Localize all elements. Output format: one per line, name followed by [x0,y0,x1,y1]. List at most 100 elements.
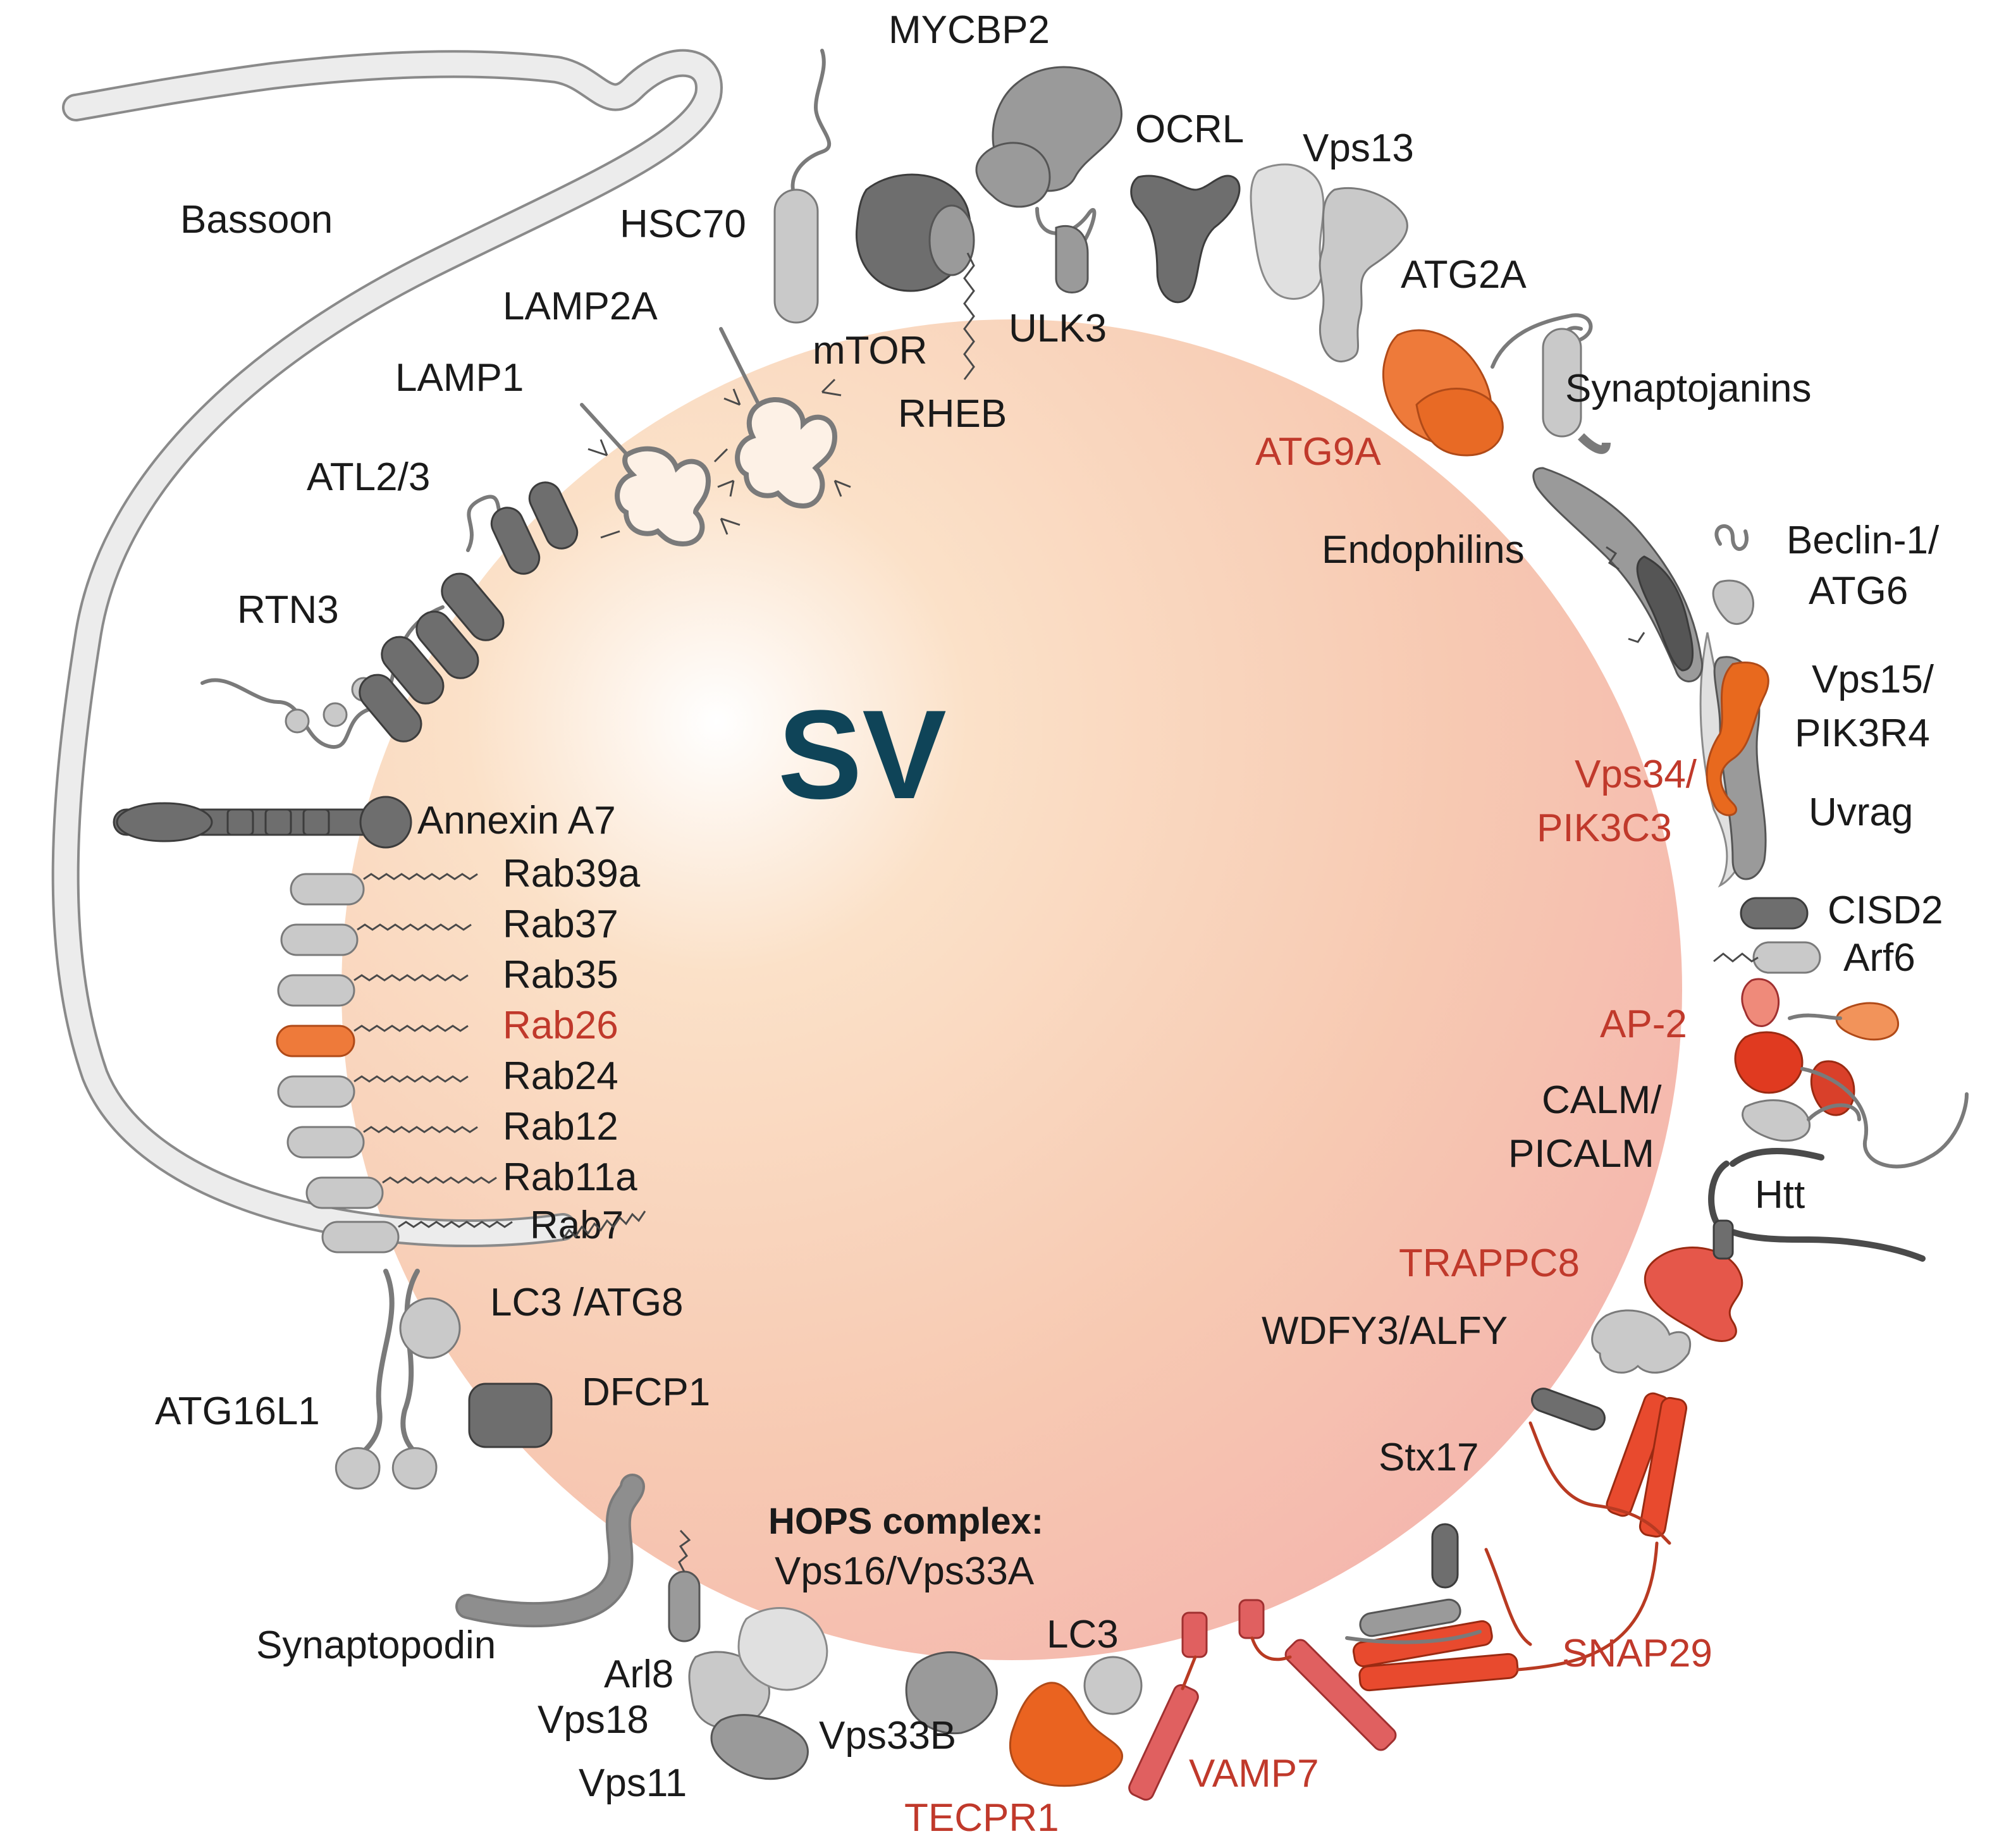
label-hsc70: HSC70 [620,202,746,246]
label-wdfy3: WDFY3/ALFY [1262,1309,1508,1353]
rab-label: Rab11a [503,1155,637,1199]
label-mtor: mTOR [813,329,927,373]
ap2-appendage [1835,1002,1900,1041]
rab-anchor [363,873,478,880]
label-ulk3: ULK3 [1009,307,1107,350]
rab-anchor [354,1025,469,1032]
label-dfcp1: DFCP1 [582,1371,710,1414]
mycbp2-linker [1035,207,1097,255]
rheb-anchor [963,252,975,380]
label-atg16l1: ATG16L1 [155,1389,320,1433]
dfcp1-protein [468,1383,553,1448]
tecpr1-protein [1009,1682,1124,1787]
label-hops-sub: Vps16/Vps33A [775,1549,1035,1593]
calm-protein [1742,1099,1811,1142]
label-endophilins: Endophilins [1322,528,1525,572]
rab-label: Rab12 [503,1105,618,1149]
rab-anchor [363,1126,478,1133]
lamp1-protein [615,446,711,547]
mycbp2-domain [975,142,1051,208]
atg16l1-coil-b [400,1269,420,1457]
rab-pill [305,1176,384,1209]
label-beclin-2: ATG6 [1809,569,1908,613]
rab-anchor [398,1221,513,1228]
label-vps13: Vps13 [1303,126,1414,170]
vps11-protein [710,1714,809,1780]
rab-label: Rab24 [503,1054,618,1098]
arl8-protein [668,1570,701,1642]
hsc70-protein [773,188,819,324]
atl23-helix-2 [528,481,579,550]
rab-label: Rab37 [503,902,618,946]
snap29-linker-2 [1484,1548,1532,1646]
rab-label-highlight: Rab26 [503,1004,618,1047]
annexin-repeat-2 [264,808,292,836]
vamp7-tm-1 [1128,1684,1199,1801]
hsc70-tail [790,49,832,204]
label-hops-title: HOPS complex: [768,1501,1043,1542]
label-ap2: AP-2 [1600,1002,1687,1046]
rab-anchor [382,1176,497,1184]
atg9a-subunit [1415,388,1504,457]
label-vamp7: VAMP7 [1189,1752,1319,1796]
atg16l1-head-b [391,1447,438,1490]
rab-pill [277,974,355,1007]
annexin-repeat-3 [302,808,330,836]
lc3atg8-protein [399,1297,461,1359]
rab-pill [286,1126,365,1159]
htt-domain [1712,1219,1734,1260]
atg16l1-coil-a [358,1269,395,1457]
rab-anchor [354,1075,469,1083]
calm-tail [1807,1103,1861,1121]
label-vps11: Vps11 [579,1761,687,1805]
label-beclin-1: Beclin-1/ [1786,519,1940,562]
synaptopodin-core [458,1476,642,1625]
ap2-subunit-2 [1734,1031,1804,1094]
vamp7-helix-1 [1181,1611,1208,1658]
htt-arm [1730,1148,1824,1167]
snap29-linker-3 [1516,1541,1659,1672]
label-ocrl: OCRL [1135,108,1244,151]
htt-protein [1708,1161,1926,1262]
label-synaptopodin: Synaptopodin [256,1623,496,1667]
rab-anchor [354,974,469,982]
synaptic-vesicle [341,319,1682,1660]
lc3-protein [1083,1656,1143,1715]
label-htt: Htt [1755,1173,1805,1217]
stx17-anchor [1345,1630,1482,1644]
label-vps18: Vps18 [538,1698,649,1742]
stx17-helix-2 [1431,1523,1459,1589]
label-lc3atg8: LC3 /ATG8 [490,1281,684,1324]
rab-pill [280,923,359,956]
rtn3-helix-3 [415,610,479,679]
rtn3-helix-4 [441,572,505,641]
label-atl23: ATL2/3 [307,455,430,499]
ulk3-protein [1055,225,1089,293]
label-trappc8: TRAPPC8 [1399,1241,1580,1285]
rab-pill-highlight [276,1025,355,1057]
label-lamp2a: LAMP2A [503,285,658,328]
label-annexin: Annexin A7 [417,799,616,842]
dfcp1-anchor [562,1210,646,1240]
annexin-core [359,796,412,849]
atg2a-protein [1319,187,1408,363]
label-rtn3: RTN3 [237,588,339,632]
vamp7-tm-2 [1284,1639,1397,1751]
lamp2a-protein [735,397,838,509]
label-bassoon: Bassoon [180,198,333,242]
endophilins-bar [1636,555,1694,672]
vps16-protein [737,1607,828,1691]
arl8-anchor [678,1529,691,1572]
arf6-protein [1752,941,1821,974]
snap29-linker-1 [1528,1421,1671,1545]
label-arf6: Arf6 [1843,936,1915,980]
label-tecpr1: TECPR1 [904,1796,1059,1840]
rab-label: Rab39a [503,852,641,896]
snap29-helix-3 [1352,1620,1493,1668]
lamp1-glycans [587,439,741,539]
annexin-repeat-1 [226,808,254,836]
atg16l1-head-a [335,1447,381,1490]
label-atg2a: ATG2A [1401,253,1527,297]
